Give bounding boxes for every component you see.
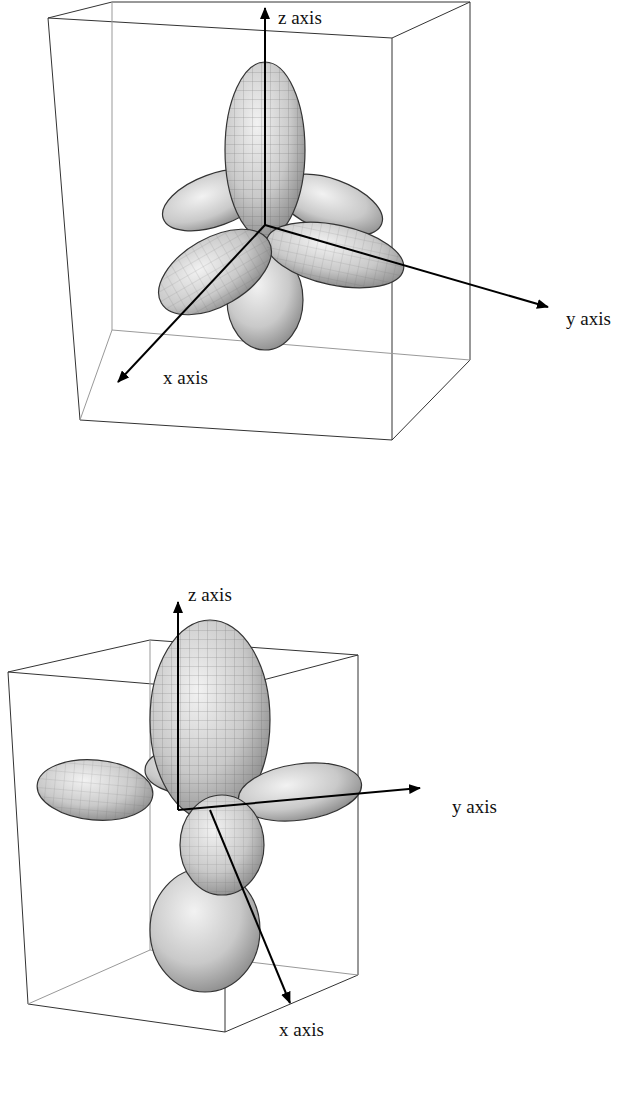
axis-label: x axis <box>163 368 208 389</box>
axis-label: y axis <box>452 797 497 818</box>
axis-label: x axis <box>279 1020 324 1041</box>
axis-label: z axis <box>188 585 232 606</box>
axis-arrow <box>178 602 420 1003</box>
axis-label: z axis <box>278 8 322 29</box>
axis-arrow <box>118 8 548 382</box>
bounding-box <box>48 2 470 440</box>
axis-label: y axis <box>566 309 611 330</box>
surface-plot <box>144 62 409 350</box>
surface-plot <box>35 620 366 992</box>
